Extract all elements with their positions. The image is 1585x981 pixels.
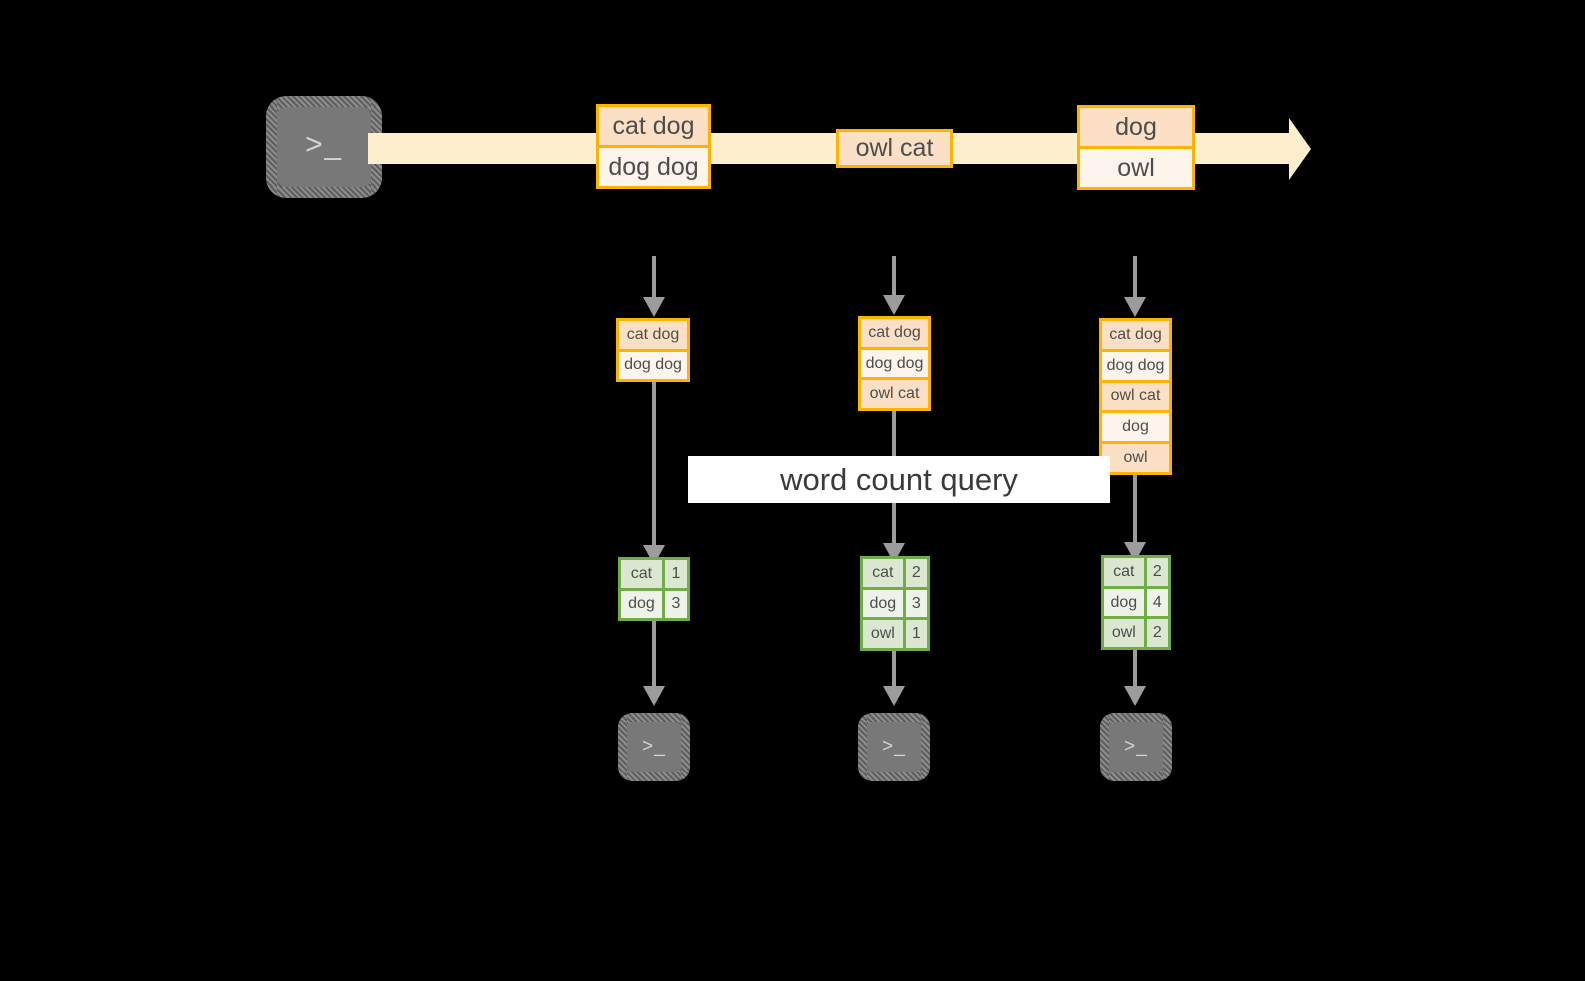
- source-terminal-icon: >_: [266, 96, 382, 198]
- terminal-screen: [627, 722, 681, 772]
- result-2-row-1: cat 2: [863, 559, 927, 587]
- result-2-row-3-word: owl: [863, 620, 903, 649]
- stream-batch-2: owl cat: [836, 129, 953, 168]
- snapshot-3-row-1: cat dog: [1102, 321, 1169, 349]
- result-3-row-1-word: cat: [1104, 558, 1144, 586]
- terminal-prompt-glyph: >_: [642, 735, 666, 757]
- result-3-row-3-word: owl: [1104, 619, 1144, 648]
- snapshot-3-row-2: dog dog: [1102, 348, 1169, 380]
- snapshot-2-row-2: dog dog: [861, 346, 928, 378]
- stream-to-snapshot-arrowhead-1: [643, 297, 665, 317]
- stream-to-snapshot-connector-3: [1133, 256, 1137, 300]
- snapshot-table-3: cat dog dog dog owl cat dog owl: [1099, 318, 1172, 475]
- stream-batch-3-line-1: dog: [1080, 108, 1192, 146]
- result-3-row-3-count: 2: [1143, 619, 1168, 648]
- query-label: word count query: [688, 456, 1110, 503]
- result-1-row-2-word: dog: [621, 590, 662, 618]
- terminal-prompt-glyph: >_: [1124, 735, 1148, 757]
- result-1-row-1: cat 1: [621, 560, 687, 588]
- snapshot-to-result-connector-1: [652, 382, 656, 553]
- terminal-screen: [867, 722, 921, 772]
- result-1-row-1-count: 1: [661, 560, 687, 588]
- result-2-row-1-count: 2: [902, 559, 927, 587]
- result-table-3: cat 2 dog 4 owl 2: [1101, 555, 1171, 650]
- stream-batch-1-line-1: cat dog: [599, 107, 708, 145]
- stream-to-snapshot-connector-2: [892, 256, 896, 300]
- result-2-row-3: owl 1: [863, 617, 927, 649]
- result-2-row-1-word: cat: [863, 559, 903, 587]
- result-1-row-1-word: cat: [621, 560, 662, 588]
- result-3-row-2-count: 4: [1143, 588, 1168, 617]
- result-to-sink-connector-2: [892, 651, 896, 693]
- stream-arrow-head: [1289, 118, 1311, 180]
- result-to-sink-connector-3: [1133, 650, 1137, 693]
- result-2-row-2-word: dog: [863, 589, 903, 618]
- snapshot-table-2: cat dog dog dog owl cat: [858, 316, 931, 411]
- sink-terminal-icon-1: >_: [618, 713, 690, 781]
- result-table-1: cat 1 dog 3: [618, 557, 690, 621]
- result-to-sink-connector-1: [652, 621, 656, 693]
- terminal-screen: [277, 107, 371, 187]
- snapshot-3-row-3: owl cat: [1102, 379, 1169, 411]
- snapshot-1-row-2: dog dog: [619, 348, 687, 379]
- terminal-prompt-glyph: >_: [882, 735, 906, 757]
- snapshot-table-1: cat dog dog dog: [616, 318, 690, 382]
- result-2-row-2-count: 3: [902, 589, 927, 618]
- result-1-row-2-count: 3: [661, 590, 687, 618]
- result-3-row-2: dog 4: [1104, 585, 1168, 617]
- snapshot-1-row-1: cat dog: [619, 321, 687, 349]
- terminal-screen: [1109, 722, 1163, 772]
- stream-batch-3-line-2: owl: [1080, 146, 1192, 187]
- result-table-2: cat 2 dog 3 owl 1: [860, 556, 930, 651]
- stream-batch-3: dog owl: [1077, 105, 1195, 190]
- terminal-prompt-glyph: >_: [305, 128, 343, 161]
- stream-to-snapshot-connector-1: [652, 256, 656, 300]
- result-to-sink-arrowhead-1: [643, 686, 665, 706]
- result-3-row-1: cat 2: [1104, 558, 1168, 586]
- query-label-text: word count query: [780, 461, 1018, 497]
- result-to-sink-arrowhead-3: [1124, 686, 1146, 706]
- stream-to-snapshot-arrowhead-3: [1124, 297, 1146, 317]
- result-2-row-2: dog 3: [863, 586, 927, 618]
- snapshot-3-row-4: dog: [1102, 410, 1169, 442]
- result-3-row-1-count: 2: [1143, 558, 1168, 586]
- sink-terminal-icon-3: >_: [1100, 713, 1172, 781]
- result-to-sink-arrowhead-2: [883, 686, 905, 706]
- snapshot-3-row-5: owl: [1102, 441, 1169, 472]
- snapshot-2-row-1: cat dog: [861, 319, 928, 347]
- result-3-row-2-word: dog: [1104, 588, 1144, 617]
- stream-batch-2-line-1: owl cat: [839, 132, 950, 165]
- result-2-row-3-count: 1: [902, 620, 927, 649]
- stream-to-snapshot-arrowhead-2: [883, 295, 905, 315]
- result-3-row-3: owl 2: [1104, 616, 1168, 648]
- snapshot-2-row-3: owl cat: [861, 377, 928, 409]
- snapshot-to-result-connector-3: [1133, 475, 1137, 550]
- stream-batch-1-line-2: dog dog: [599, 145, 708, 186]
- sink-terminal-icon-2: >_: [858, 713, 930, 781]
- stream-batch-1: cat dog dog dog: [596, 104, 711, 189]
- result-1-row-2: dog 3: [621, 587, 687, 618]
